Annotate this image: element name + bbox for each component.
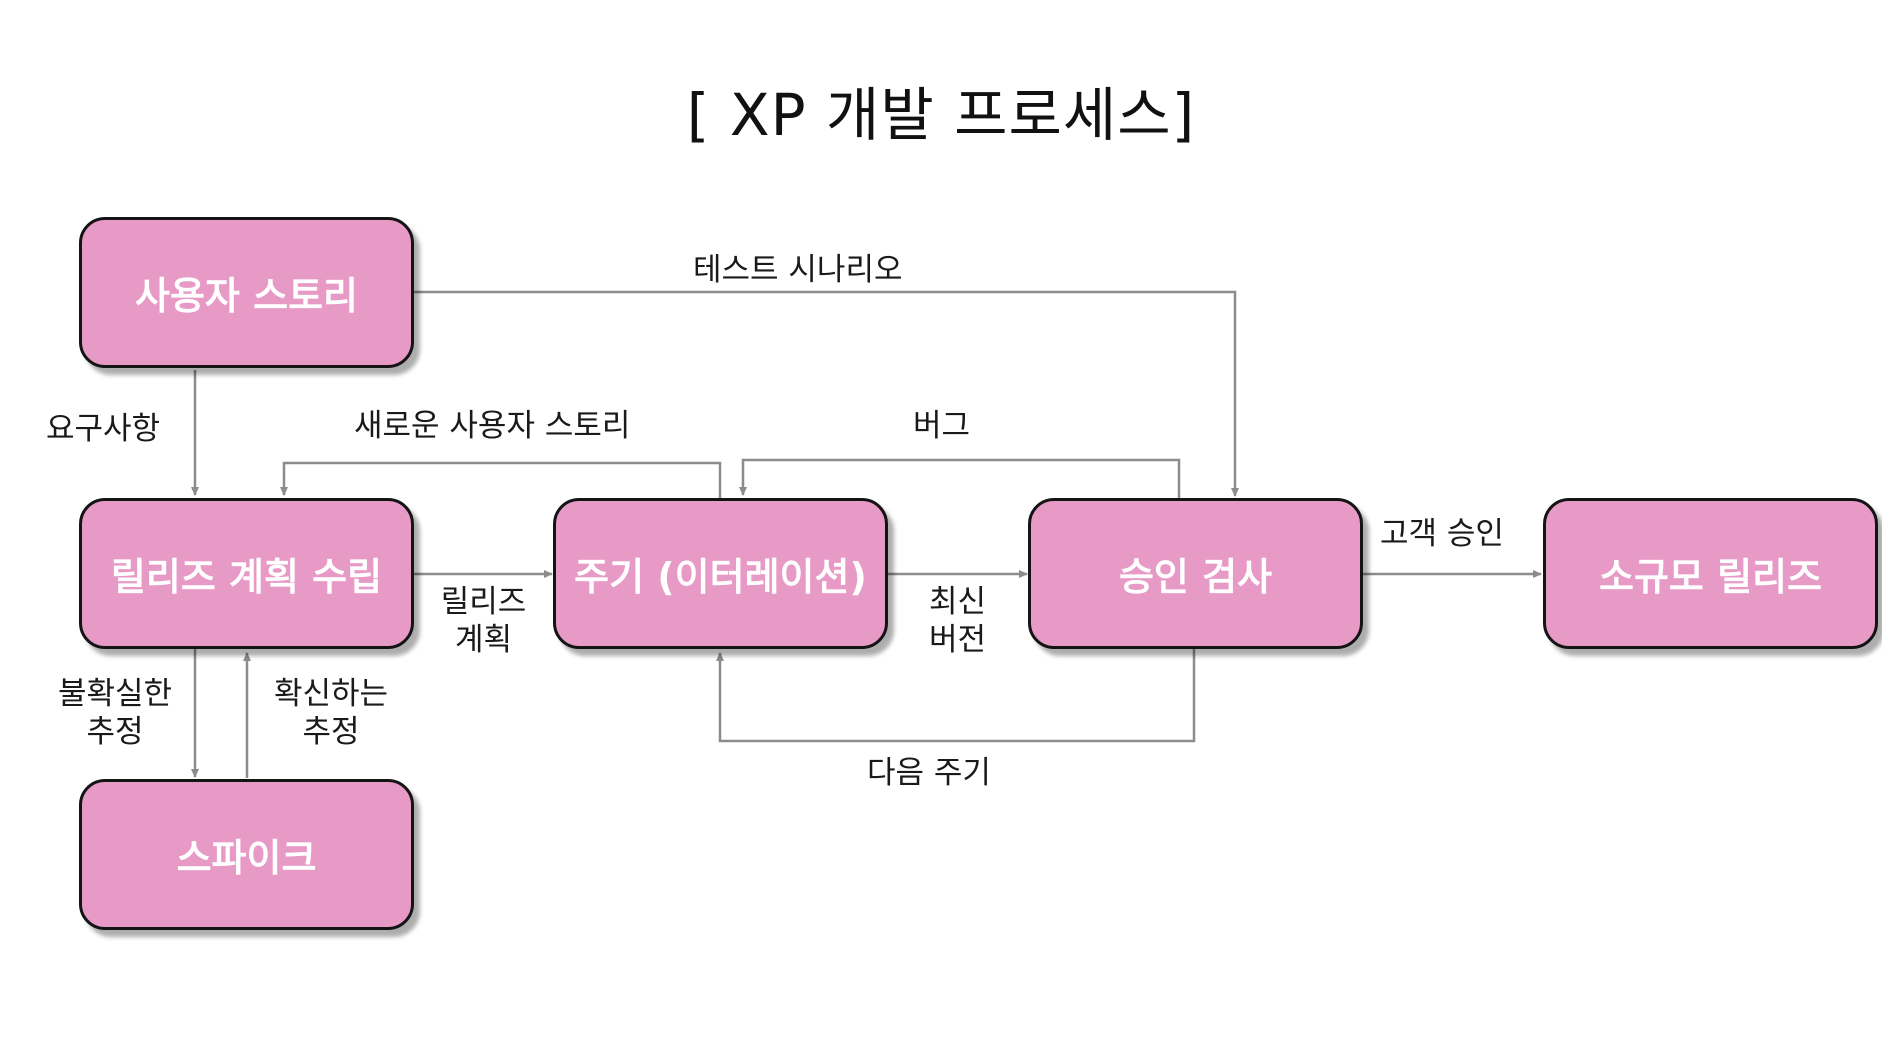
label-requirements: 요구사항 [46,411,161,447]
edge-new-user-story [280,461,722,498]
label-bug: 버그 [913,408,971,444]
label-test-scenario: 테스트 시나리오 [693,252,903,288]
node-acceptance-test: 승인 검사 [1028,498,1363,649]
label-latest-version-line1: 최신 [928,584,987,620]
node-acceptance-test-label: 승인 검사 [1118,555,1273,599]
label-uncertain-estimate-line2: 추정 [86,714,144,750]
label-latest-version-line2: 버전 [928,622,987,658]
label-confident-estimate-line1: 확신하는 [273,676,389,712]
node-user-story: 사용자 스토리 [79,217,414,368]
label-next-iteration: 다음 주기 [867,755,991,791]
label-release-plan-line1: 릴리즈 [440,584,527,620]
node-user-story-label: 사용자 스토리 [135,274,358,318]
node-release-planning: 릴리즈 계획 수립 [79,498,414,649]
label-confident-estimate-line2: 추정 [302,714,360,750]
label-uncertain-estimate: 불확실한 추정 [40,675,190,751]
label-release-plan: 릴리즈 계획 [436,583,531,659]
label-customer-approval: 고객 승인 [1380,516,1504,552]
node-spike: 스파이크 [79,779,414,930]
node-iteration-label: 주기 (이터레이션) [574,555,867,599]
edge-test-scenario [414,290,1239,497]
label-uncertain-estimate-line1: 불확실한 [57,676,173,712]
page-title: [ XP 개발 프로세스] [686,81,1196,149]
edge-next-iteration [716,649,1196,743]
label-latest-version: 최신 버전 [910,583,1005,659]
node-iteration: 주기 (이터레이션) [553,498,888,649]
label-confident-estimate: 확신하는 추정 [256,675,406,751]
label-release-plan-line2: 계획 [454,622,513,658]
node-spike-label: 스파이크 [176,836,317,880]
node-small-release: 소규모 릴리즈 [1543,498,1878,649]
node-release-planning-label: 릴리즈 계획 수립 [110,555,383,599]
label-new-user-story: 새로운 사용자 스토리 [354,408,631,444]
edge-bug [739,458,1181,498]
node-small-release-label: 소규모 릴리즈 [1599,555,1822,599]
